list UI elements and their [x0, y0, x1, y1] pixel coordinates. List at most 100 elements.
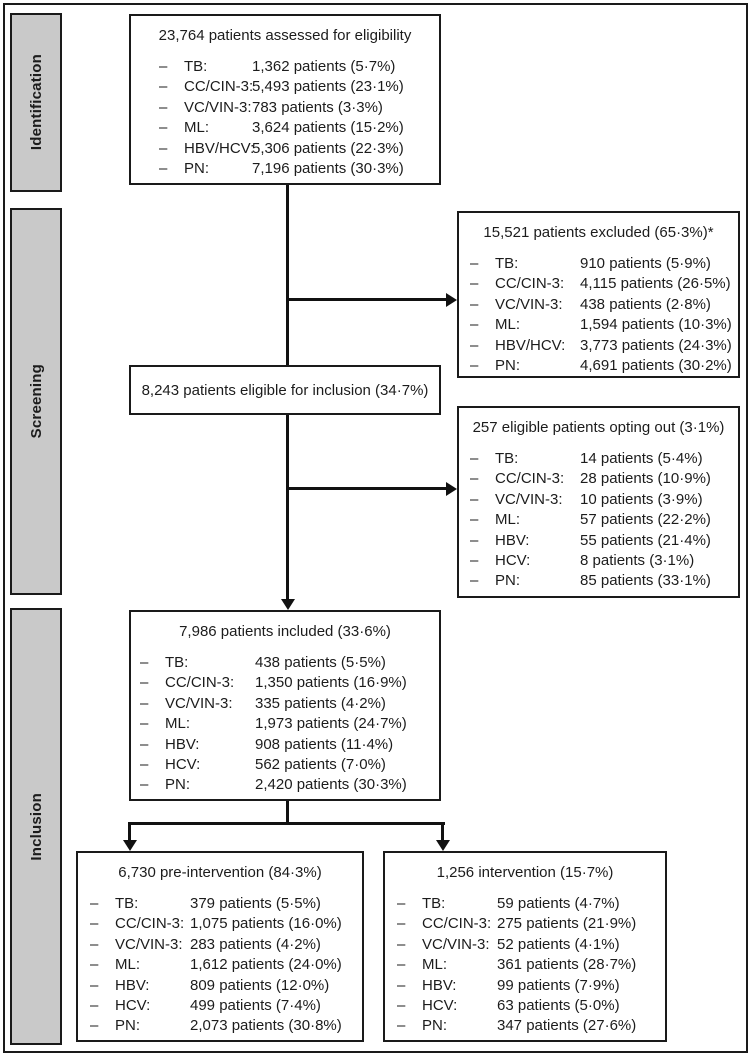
list-item: – TB: 59 patients (4·7%): [385, 894, 665, 914]
row-value: 3,773 patients (24·3%): [580, 336, 732, 354]
row-label: HBV:: [495, 531, 530, 549]
row-value: 59 patients (4·7%): [497, 895, 620, 912]
row-value: 1,350 patients (16·9%): [255, 674, 407, 692]
dash-bullet: –: [90, 976, 99, 994]
box-eligible-title: 8,243 patients eligible for inclusion (3…: [141, 381, 429, 399]
row-label: VC/VIN-3:: [495, 490, 563, 508]
box-assessed-title: 23,764 patients assessed for eligibility: [158, 27, 412, 44]
box-assessed: 23,764 patients assessed for eligibility…: [129, 14, 441, 185]
row-label: HBV:: [422, 976, 457, 994]
stage-box-inclusion: Inclusion: [10, 608, 62, 1045]
dash-bullet: –: [397, 935, 406, 953]
stage-box-identification: Identification: [10, 13, 62, 192]
dash-bullet: –: [90, 895, 99, 912]
row-value: 335 patients (4·2%): [255, 694, 386, 712]
row-label: TB:: [184, 58, 208, 75]
list-item: – CC/CIN-3: 1,075 patients (16·0%): [78, 914, 362, 934]
dash-bullet: –: [90, 935, 99, 953]
box-opting-out-title: 257 eligible patients opting out (3·1%): [472, 419, 725, 436]
dash-bullet: –: [397, 915, 406, 933]
dash-bullet: –: [397, 997, 406, 1015]
row-value: 14 patients (5·4%): [580, 450, 703, 467]
row-label: PN:: [184, 160, 210, 178]
list-item: – ML: 57 patients (22·2%): [459, 510, 738, 530]
row-label: ML:: [165, 715, 191, 733]
row-label: CC/CIN-3:: [184, 78, 254, 96]
list-item: – HBV/HCV: 5,306 patients (22·3%): [131, 139, 439, 159]
dash-bullet: –: [159, 58, 168, 75]
row-value: 7,196 patients (30·3%): [252, 160, 404, 178]
row-value: 438 patients (2·8%): [580, 295, 711, 313]
box-pre-intervention: 6,730 pre-intervention (84·3%) – TB: 379…: [76, 851, 364, 1042]
row-label: TB:: [495, 450, 519, 467]
row-label: PN:: [115, 1017, 141, 1035]
row-value: 283 patients (4·2%): [190, 935, 321, 953]
stage-box-screening: Screening: [10, 208, 62, 595]
dash-bullet: –: [159, 119, 168, 137]
dash-bullet: –: [140, 694, 149, 712]
row-value: 361 patients (28·7%): [497, 956, 637, 974]
connector-assessed-to-eligible: [286, 185, 289, 365]
row-value: 1,594 patients (10·3%): [580, 316, 732, 334]
row-value: 99 patients (7·9%): [497, 976, 620, 994]
dash-bullet: –: [470, 255, 479, 272]
dash-bullet: –: [90, 915, 99, 933]
row-label: HBV:: [165, 735, 200, 753]
list-item: – HBV: 908 patients (11·4%): [131, 735, 439, 755]
list-item: – CC/CIN-3: 28 patients (10·9%): [459, 469, 738, 489]
row-value: 275 patients (21·9%): [497, 915, 637, 933]
row-label: ML:: [495, 316, 521, 334]
list-item: – HCV: 63 patients (5·0%): [385, 996, 665, 1016]
dash-bullet: –: [470, 450, 479, 467]
row-value: 562 patients (7·0%): [255, 756, 386, 774]
row-value: 783 patients (3·3%): [252, 98, 383, 116]
list-item: – TB: 1,362 patients (5·7%): [131, 57, 439, 77]
arrowhead-intervention-icon: [436, 840, 450, 851]
list-item: – VC/VIN-3: 10 patients (3·9%): [459, 490, 738, 510]
row-value: 52 patients (4·1%): [497, 935, 620, 953]
list-item: – TB: 379 patients (5·5%): [78, 894, 362, 914]
dash-bullet: –: [470, 275, 479, 293]
row-label: CC/CIN-3:: [495, 275, 565, 293]
list-item: – ML: 3,624 patients (15·2%): [131, 118, 439, 138]
stage-label-identification: Identification: [27, 54, 45, 151]
row-value: 2,073 patients (30·8%): [190, 1017, 342, 1035]
row-value: 5,493 patients (23·1%): [252, 78, 404, 96]
list-item: – PN: 7,196 patients (30·3%): [131, 159, 439, 179]
row-value: 438 patients (5·5%): [255, 654, 386, 671]
row-label: CC/CIN-3:: [115, 915, 185, 933]
list-item: – TB: 438 patients (5·5%): [131, 653, 439, 673]
row-label: ML:: [495, 511, 521, 529]
row-label: TB:: [495, 255, 519, 272]
row-value: 10 patients (3·9%): [580, 490, 703, 508]
list-item: – ML: 1,612 patients (24·0%): [78, 955, 362, 975]
list-item: – HBV: 809 patients (12·0%): [78, 976, 362, 996]
list-item: – PN: 4,691 patients (30·2%): [459, 356, 738, 376]
row-value: 4,115 patients (26·5%): [580, 275, 731, 293]
dash-bullet: –: [159, 160, 168, 178]
arrowhead-pre-intervention-icon: [123, 840, 137, 851]
arrowhead-opting-out-icon: [446, 482, 457, 496]
list-item: – ML: 1,973 patients (24·7%): [131, 714, 439, 734]
list-item: – TB: 910 patients (5·9%): [459, 254, 738, 274]
row-label: HCV:: [115, 997, 151, 1015]
list-item: – HBV: 99 patients (7·9%): [385, 976, 665, 996]
list-item: – HBV/HCV: 3,773 patients (24·3%): [459, 336, 738, 356]
row-value: 85 patients (33·1%): [580, 572, 711, 590]
list-item: – CC/CIN-3: 5,493 patients (23·1%): [131, 77, 439, 97]
dash-bullet: –: [140, 756, 149, 774]
stage-label-screening: Screening: [27, 364, 45, 439]
list-item: – VC/VIN-3: 283 patients (4·2%): [78, 935, 362, 955]
row-value: 55 patients (21·4%): [580, 531, 711, 549]
box-excluded: 15,521 patients excluded (65·3%)* – TB: …: [457, 211, 740, 378]
dash-bullet: –: [90, 1017, 99, 1035]
stage-label-inclusion: Inclusion: [27, 792, 45, 861]
list-item: – ML: 1,594 patients (10·3%): [459, 315, 738, 335]
dash-bullet: –: [159, 78, 168, 96]
list-item: – HCV: 8 patients (3·1%): [459, 551, 738, 571]
list-item: – PN: 347 patients (27·6%): [385, 1016, 665, 1036]
row-label: PN:: [422, 1017, 448, 1035]
dash-bullet: –: [470, 336, 479, 354]
row-label: PN:: [165, 776, 191, 794]
connector-branch-excluded: [286, 298, 447, 301]
